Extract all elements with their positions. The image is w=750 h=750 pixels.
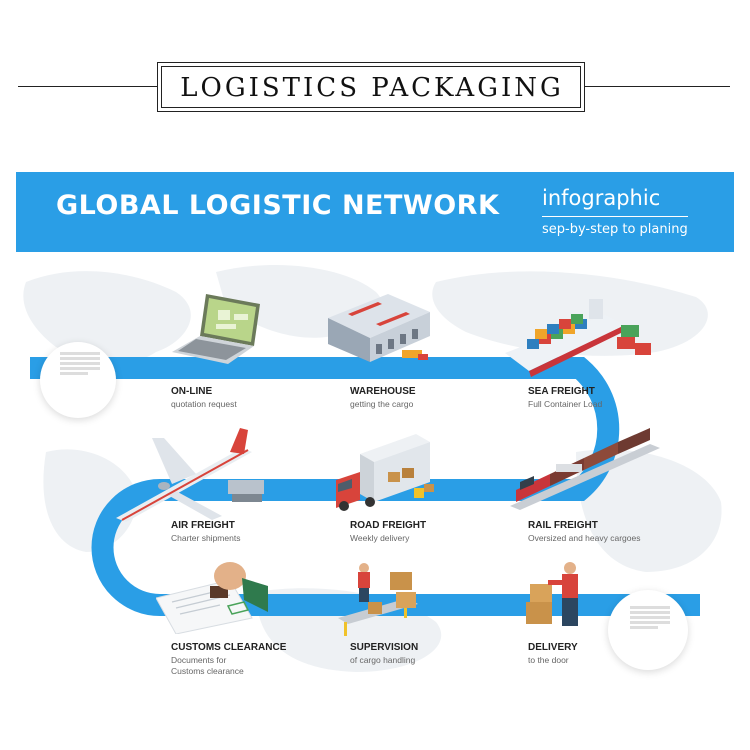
conveyor-icon bbox=[338, 563, 418, 636]
note-circle-left bbox=[40, 342, 116, 418]
note-placeholder-right bbox=[630, 604, 670, 631]
stage-label-warehouse: WAREHOUSE bbox=[350, 386, 416, 397]
cargo-ship-icon bbox=[505, 299, 651, 377]
stage-label-customs: CUSTOMS CLEARANCE bbox=[171, 642, 287, 653]
stage-sub-customs: Documents for bbox=[171, 655, 227, 665]
note-placeholder-left bbox=[60, 350, 100, 377]
stage-sub-rail-freight: Oversized and heavy cargoes bbox=[528, 533, 641, 543]
stage-sub-air-freight: Charter shipments bbox=[171, 533, 241, 543]
stage-label-delivery: DELIVERY bbox=[528, 642, 578, 653]
stage-sub-supervision: of cargo handling bbox=[350, 655, 416, 665]
title-rule-left bbox=[18, 86, 157, 87]
stage-label-online: ON-LINE bbox=[171, 386, 213, 397]
stamp-icon bbox=[156, 562, 268, 634]
stage-label-sea-freight: SEA FREIGHT bbox=[528, 386, 595, 397]
stage-sub-online: quotation request bbox=[171, 399, 237, 409]
title-rule-right bbox=[585, 86, 730, 87]
warehouse-icon bbox=[328, 294, 430, 362]
note-circle-right bbox=[608, 590, 688, 670]
airplane-icon bbox=[116, 428, 264, 522]
truck-icon bbox=[336, 434, 434, 511]
stage-sub2-customs: Customs clearance bbox=[171, 666, 244, 676]
stage-label-supervision: SUPERVISION bbox=[350, 642, 419, 653]
stage-sub-sea-freight: Full Container Load bbox=[528, 399, 603, 409]
courier-icon bbox=[526, 562, 578, 626]
banner-divider bbox=[542, 216, 688, 217]
title-frame: LOGISTICS PACKAGING bbox=[157, 62, 585, 112]
route-path bbox=[30, 357, 700, 616]
stage-label-air-freight: AIR FREIGHT bbox=[171, 520, 235, 531]
stage-sub-road-freight: Weekly delivery bbox=[350, 533, 410, 543]
page-title: LOGISTICS PACKAGING bbox=[180, 73, 564, 103]
banner-title: GLOBAL LOGISTIC NETWORK bbox=[56, 190, 500, 221]
stage-sub-warehouse: getting the cargo bbox=[350, 399, 414, 409]
stage-label-rail-freight: RAIL FREIGHT bbox=[528, 520, 598, 531]
banner-subtitle: infographic bbox=[542, 186, 661, 210]
stage-label-road-freight: ROAD FREIGHT bbox=[350, 520, 427, 531]
laptop-icon bbox=[172, 294, 260, 364]
train-icon bbox=[510, 428, 660, 510]
network-banner: GLOBAL LOGISTIC NETWORK infographic sep-… bbox=[16, 172, 734, 252]
stage-sub-delivery: to the door bbox=[528, 655, 569, 665]
banner-tagline: sep-by-step to planing bbox=[542, 222, 688, 237]
